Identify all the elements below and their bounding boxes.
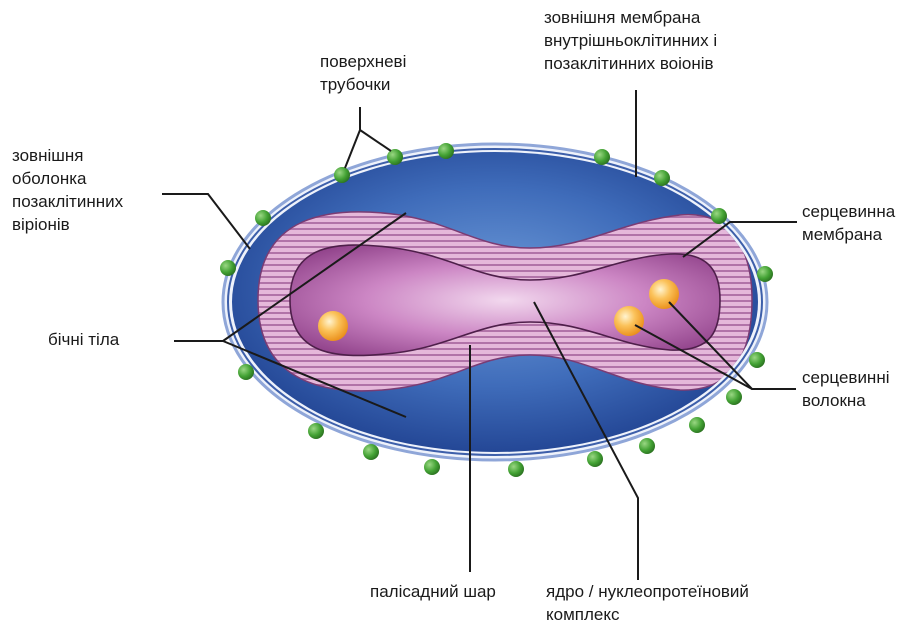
label-surface-tubules: поверхневі трубочки xyxy=(320,50,406,96)
label-outer-envelope: зовнішня оболонка позаклітинних віріонів xyxy=(12,144,123,236)
label-core-membrane: серцевинна мембрана xyxy=(802,200,895,246)
surface-knob xyxy=(334,167,350,183)
surface-knob xyxy=(726,389,742,405)
core-fiber-ball-upper xyxy=(649,279,679,309)
surface-knob xyxy=(757,266,773,282)
surface-knob xyxy=(308,423,324,439)
surface-knob xyxy=(255,210,271,226)
surface-knob xyxy=(424,459,440,475)
surface-knob xyxy=(438,143,454,159)
surface-knob xyxy=(587,451,603,467)
surface-knob xyxy=(639,438,655,454)
surface-knob xyxy=(220,260,236,276)
leader-surface-tubules-b xyxy=(360,130,391,151)
surface-knob xyxy=(749,352,765,368)
surface-knob xyxy=(363,444,379,460)
lateral-body-ball-left xyxy=(318,311,348,341)
label-core-fibers: серцевинні волокна xyxy=(802,366,890,412)
leader-surface-tubules-a xyxy=(345,107,360,168)
leader-outer-envelope xyxy=(162,194,250,249)
surface-knob xyxy=(508,461,524,477)
surface-knob xyxy=(594,149,610,165)
label-palisade-layer: палісадний шар xyxy=(370,580,496,603)
surface-knob xyxy=(689,417,705,433)
surface-knob xyxy=(711,208,727,224)
label-nucleus: ядро / нуклеопротеїновий комплекс xyxy=(546,580,749,626)
surface-knob xyxy=(387,149,403,165)
surface-knob xyxy=(654,170,670,186)
label-lateral-bodies: бічні тіла xyxy=(48,328,119,351)
surface-knob xyxy=(238,364,254,380)
label-outer-membrane: зовнішня мембрана внутрішньоклітинних і … xyxy=(544,6,717,75)
core-fiber-ball-lower xyxy=(614,306,644,336)
